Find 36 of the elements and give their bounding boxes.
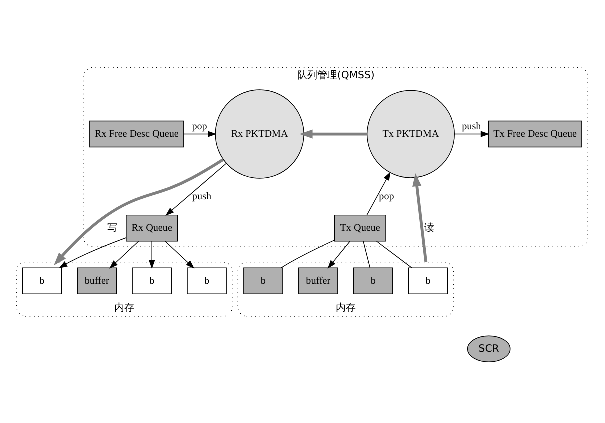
arrow <box>54 158 224 266</box>
edge-label: push <box>462 120 482 132</box>
edge-label: 写 <box>108 222 118 234</box>
node-box: b <box>22 267 62 294</box>
arrow <box>328 240 351 268</box>
arrow <box>412 172 428 262</box>
node-circle: Tx PKTDMA <box>366 90 455 178</box>
node-box: buffer <box>298 267 338 294</box>
node-box: b <box>408 267 448 294</box>
edge-label: pop <box>379 191 394 202</box>
edge-label: push <box>192 191 212 202</box>
edge-label: pop <box>192 120 208 132</box>
arrow <box>184 130 217 137</box>
node-box: Rx Queue <box>126 214 178 242</box>
node-box: b <box>353 267 394 294</box>
node-box: b <box>244 267 284 294</box>
arrow <box>454 130 490 137</box>
node-box: buffer <box>77 267 118 294</box>
arrow <box>110 240 140 268</box>
node-box: b <box>187 267 227 294</box>
node-box: Tx Free Desc Queue <box>488 120 582 148</box>
node-ellipse: SCR <box>467 335 511 362</box>
connector <box>363 240 371 268</box>
arrow <box>149 240 156 269</box>
arrow <box>165 240 195 268</box>
node-box: b <box>132 267 172 294</box>
node-box: Tx Queue <box>334 214 386 242</box>
arrow <box>58 237 127 268</box>
connector <box>281 240 335 268</box>
arrow <box>300 129 368 138</box>
connector <box>376 240 412 268</box>
arrow <box>166 162 227 216</box>
arrow <box>366 171 391 216</box>
edge-label: 读 <box>424 222 434 234</box>
node-box: Rx Free Desc Queue <box>90 120 184 148</box>
node-circle: Rx PKTDMA <box>215 89 304 178</box>
